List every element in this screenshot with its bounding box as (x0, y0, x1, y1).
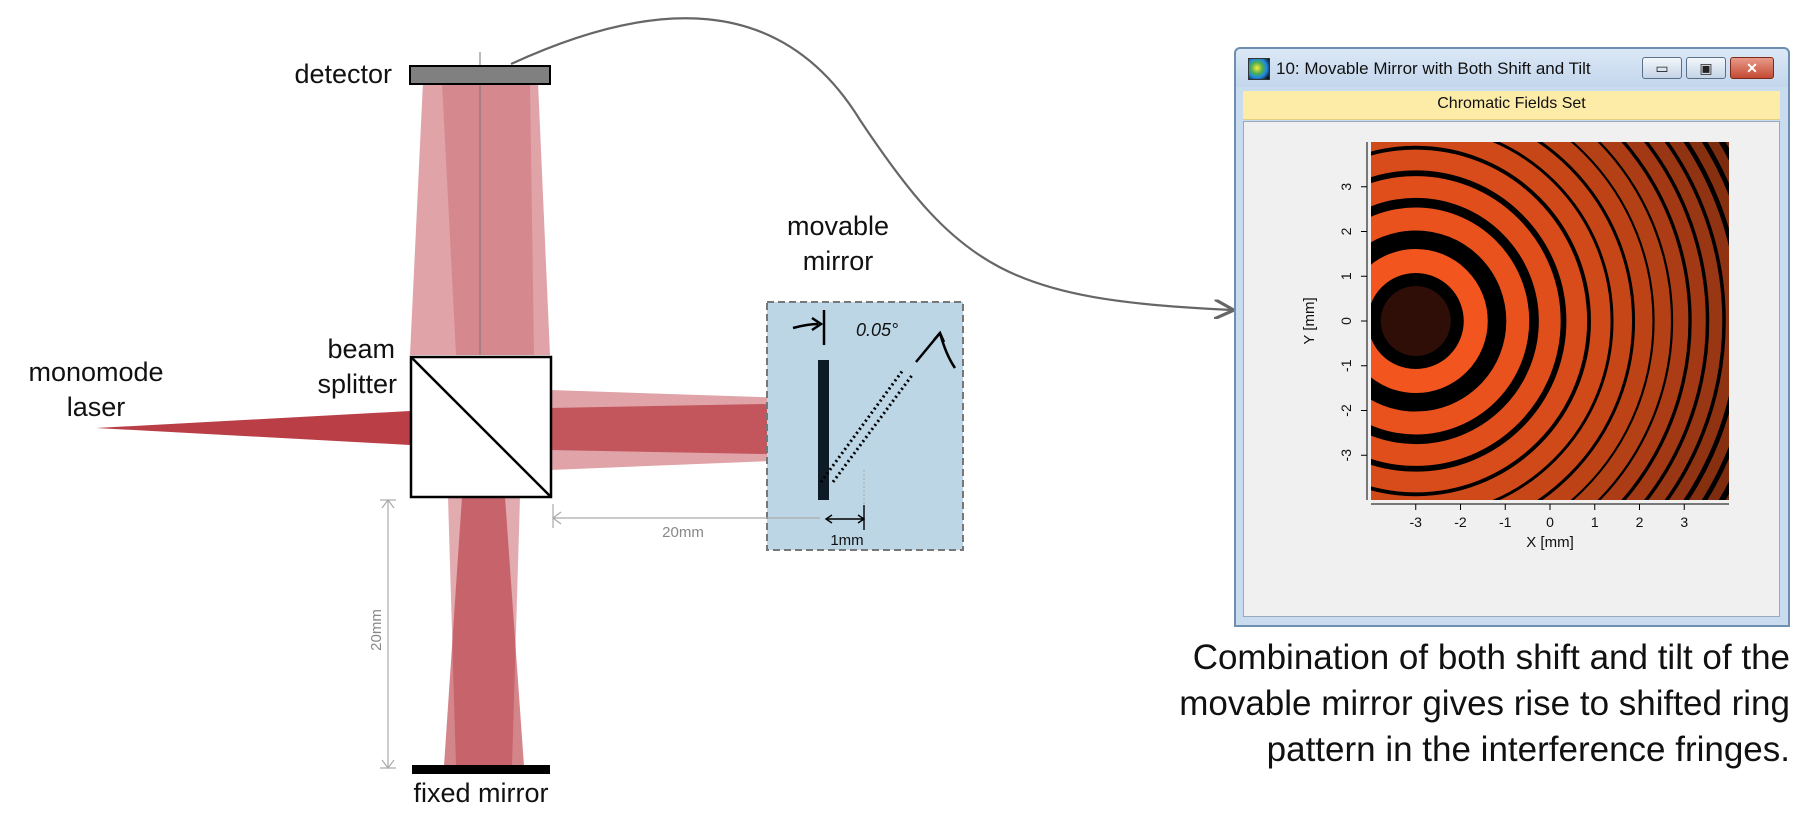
beam-splitter (409, 355, 553, 499)
y-tick-label: -3 (1338, 449, 1354, 462)
fringe-ring (1371, 149, 1588, 493)
fringe-ring (1573, 142, 1671, 500)
caption-text: Combination of both shift and tilt of th… (1030, 635, 1790, 773)
horizontal-dimension-label: 20mm (662, 524, 704, 541)
y-axis-label: Y [mm] (1301, 297, 1318, 344)
y-axis: 3 2 1 0 -1 -2 -3 (1338, 142, 1368, 500)
tilt-angle-label: 0.05° (856, 320, 898, 340)
maximize-icon: ▣ (1699, 60, 1713, 76)
simulation-window: 10: Movable Mirror with Both Shift and T… (1234, 47, 1790, 627)
close-icon: ✕ (1746, 60, 1758, 76)
vertical-dimension (380, 499, 396, 769)
interference-fringes (1371, 142, 1729, 500)
x-axis: -3 -2 -1 0 1 2 3 (1371, 503, 1729, 530)
window-title: 10: Movable Mirror with Both Shift and T… (1276, 59, 1591, 78)
y-tick-label: 2 (1338, 227, 1354, 235)
fringe-ring (1371, 207, 1530, 435)
window-titlebar[interactable]: 10: Movable Mirror with Both Shift and T… (1236, 49, 1788, 87)
beam-splitter-label-line1: beam (327, 334, 395, 364)
laser-beams (96, 82, 820, 766)
fringe-ring (1371, 249, 1488, 393)
detector-label: detector (294, 59, 392, 89)
movable-mirror-label-line1: movable (787, 211, 889, 241)
fixed-mirror-label: fixed mirror (413, 778, 548, 808)
laser-label-line2: laser (67, 392, 126, 422)
x-tick-label: -1 (1499, 514, 1512, 530)
x-tick-label: 3 (1680, 514, 1688, 530)
fringe-ring (1371, 142, 1611, 500)
detector-plate (409, 65, 551, 85)
x-axis-label: X [mm] (1526, 534, 1574, 551)
x-tick-label: 0 (1546, 514, 1554, 530)
fringe-ring (1542, 142, 1653, 500)
arm-beam-inner (550, 403, 820, 455)
input-laser-beam (96, 411, 410, 445)
fixed-mirror-plate (412, 765, 550, 774)
movable-mirror-label-line2: mirror (803, 246, 873, 276)
fringe-plot: 3 2 1 0 -1 -2 -3 -3 -2 -1 0 1 2 3 X [mm] Y [mm] (1301, 142, 1729, 551)
shift-dimension-label: 1mm (830, 532, 863, 549)
y-tick-label: 1 (1338, 272, 1354, 280)
laser-label-line1: monomode (28, 357, 163, 387)
x-tick-label: -2 (1454, 514, 1467, 530)
x-tick-label: -3 (1410, 514, 1423, 530)
plot-area: 3 2 1 0 -1 -2 -3 -3 -2 -1 0 1 2 3 X [mm] Y [mm] (1243, 121, 1780, 617)
caption-line-2: movable mirror gives rise to shifted rin… (1179, 684, 1790, 723)
fringe-ring (1600, 142, 1689, 500)
y-tick-label: -1 (1338, 359, 1354, 372)
horizontal-dimension (552, 504, 820, 528)
minimize-button[interactable]: ▭ (1642, 57, 1682, 79)
caption-line-1: Combination of both shift and tilt of th… (1192, 638, 1790, 677)
shifted-tilted-mirror (819, 369, 915, 483)
banner-label: Chromatic Fields Set (1437, 95, 1586, 112)
y-tick-label: 3 (1338, 183, 1354, 191)
minimize-icon: ▭ (1655, 60, 1669, 76)
y-tick-label: -2 (1338, 404, 1354, 417)
x-tick-label: 1 (1591, 514, 1599, 530)
data-type-banner: Chromatic Fields Set (1243, 91, 1780, 120)
connector-arrow (510, 17, 1232, 310)
fringe-ring (1371, 176, 1561, 466)
fringe-ring (1499, 142, 1632, 500)
shift-dimension (824, 505, 866, 530)
lower-beam-inner (444, 497, 524, 766)
close-button[interactable]: ✕ (1730, 57, 1774, 79)
maximize-button[interactable]: ▣ (1686, 57, 1726, 79)
fringe-ring (1648, 142, 1723, 500)
fringe-center (1380, 286, 1451, 356)
movable-mirror-plate (818, 360, 829, 500)
beam-splitter-label-line2: splitter (317, 369, 397, 399)
y-tick-label: 0 (1338, 317, 1354, 325)
caption-line-3: pattern in the interference fringes. (1266, 730, 1790, 769)
vertical-dimension-label: 20mm (368, 609, 385, 651)
colormap-app-icon (1248, 58, 1270, 80)
fringe-ring (1625, 142, 1706, 500)
tilt-angle-marker (792, 316, 957, 369)
x-tick-label: 2 (1636, 514, 1644, 530)
detector-beam-inner (442, 82, 534, 355)
